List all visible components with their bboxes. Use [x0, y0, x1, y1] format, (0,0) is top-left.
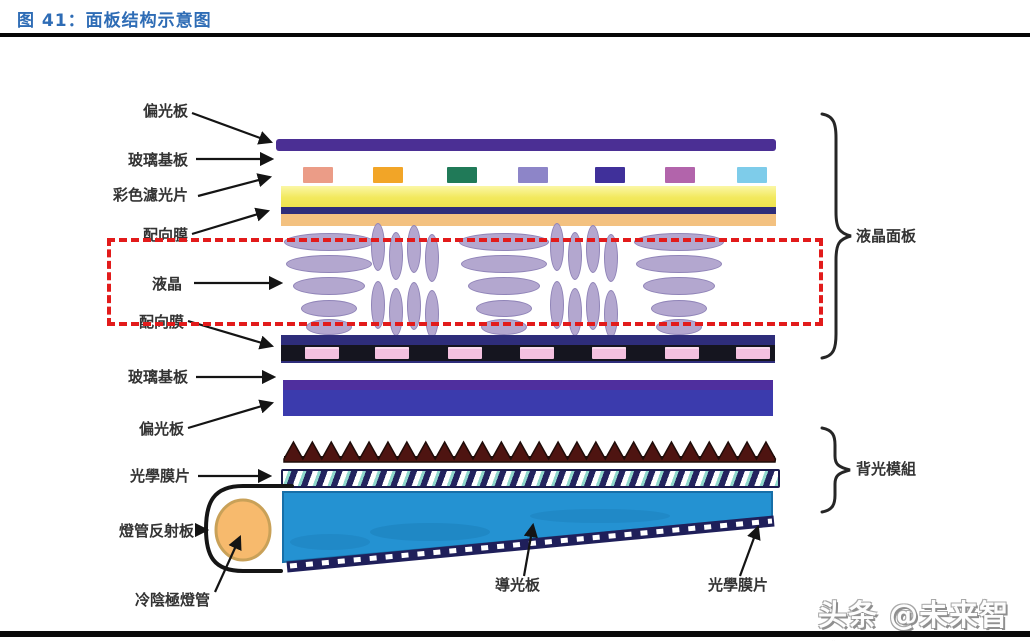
pointer-arrow	[197, 173, 273, 198]
pixel-electrode	[665, 347, 699, 359]
label-ccfl: 冷陰極燈管	[134, 591, 210, 609]
pixel-electrode	[736, 347, 770, 359]
pixel-electrode	[305, 347, 339, 359]
label-liquid-crystal: 液晶	[151, 275, 182, 293]
light-guide-wedge	[282, 491, 773, 564]
layer-alignment-film-bottom	[281, 335, 775, 363]
color-filter-swatch	[373, 167, 403, 183]
pointer-arrow	[191, 111, 274, 145]
prism-sheet-zigzag	[283, 440, 777, 463]
brace-backlight-module	[820, 426, 851, 514]
layer-color-filter	[281, 164, 776, 186]
layer-optical-film-top	[281, 469, 780, 488]
color-filter-swatch	[665, 167, 695, 183]
label-backlight-module: 背光模組	[856, 460, 917, 478]
layer-filter-yellow-band	[281, 186, 776, 207]
pixel-electrode	[448, 347, 482, 359]
color-filter-swatch	[518, 167, 548, 183]
color-filter-swatch	[447, 167, 477, 183]
label-lcd-panel: 液晶面板	[856, 227, 917, 245]
label-light-guide: 導光板	[495, 576, 541, 594]
figure-title: 图 41：面板结构示意图	[17, 11, 212, 31]
pixel-electrode	[375, 347, 409, 359]
pointer-arrow	[191, 207, 271, 236]
title-divider	[0, 33, 1030, 37]
layer-alignment-film-top	[281, 214, 776, 226]
label-glass-bottom: 玻璃基板	[127, 368, 188, 386]
layer-polarizer-top	[276, 139, 776, 151]
color-filter-swatch	[737, 167, 767, 183]
label-optical-film-top: 光學膜片	[129, 467, 190, 485]
watermark-text: 头条 @未来智库	[818, 598, 1010, 641]
label-polarizer-top: 偏光板	[142, 102, 188, 120]
pointer-arrow	[187, 399, 275, 430]
label-lamp-reflector: 燈管反射板	[118, 522, 194, 540]
pointer-arrow	[213, 535, 242, 593]
ccfl-lamp-circle	[214, 498, 272, 562]
color-filter-swatch	[303, 167, 333, 183]
pointer-arrow	[738, 524, 761, 577]
liquid-crystal-dashed-box	[107, 238, 823, 326]
label-polarizer-bottom: 偏光板	[138, 420, 184, 438]
pixel-electrode	[520, 347, 554, 359]
label-color-filter: 彩色濾光片	[112, 186, 188, 204]
lamp-reflector-outline	[203, 484, 294, 573]
bottom-optical-film-strip	[286, 515, 775, 573]
bottom-divider	[0, 631, 1030, 637]
layer-navy-line	[281, 207, 776, 214]
label-optical-film-bottom: 光學膜片	[708, 576, 769, 594]
pixel-electrode	[592, 347, 626, 359]
pixel-electrode-band	[281, 345, 775, 361]
layer-polarizer-bottom	[283, 380, 773, 416]
label-glass-top: 玻璃基板	[127, 151, 188, 169]
pointer-arrow	[522, 522, 538, 577]
brace-lcd-panel	[820, 112, 852, 360]
color-filter-swatch	[595, 167, 625, 183]
